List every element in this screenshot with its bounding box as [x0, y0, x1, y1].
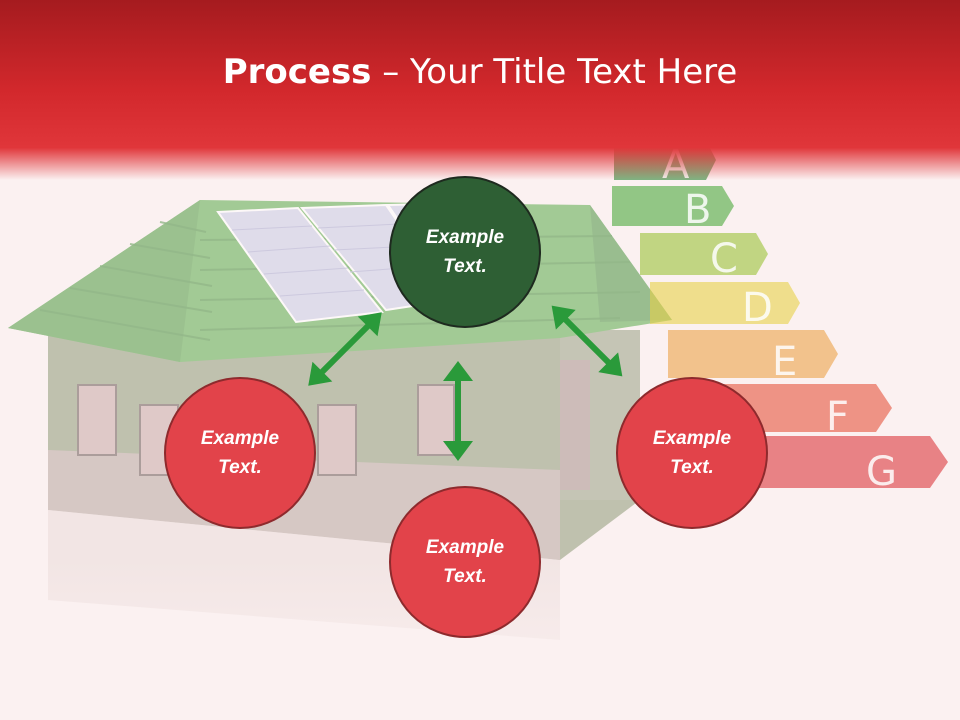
- header-band: [0, 0, 960, 180]
- process-node-bottom[interactable]: Example Text.: [389, 486, 541, 638]
- process-node-top[interactable]: Example Text.: [389, 176, 541, 328]
- process-node-right[interactable]: Example Text.: [616, 377, 768, 529]
- title-bold: Process: [222, 52, 372, 92]
- connector-arrows: [308, 305, 623, 461]
- process-node-left-text: Example Text.: [200, 428, 280, 478]
- double-arrow-top-left: [308, 312, 382, 386]
- process-node-right-text: Example Text.: [652, 428, 732, 478]
- rating-label-e: E: [772, 339, 797, 385]
- rating-label-b: B: [684, 187, 711, 233]
- process-node-bottom-text: Example Text.: [425, 537, 505, 587]
- process-node-left[interactable]: Example Text.: [164, 377, 316, 529]
- title-rest: – Your Title Text Here: [371, 52, 738, 92]
- process-node-top-text: Example Text.: [425, 227, 505, 277]
- double-arrow-vertical: [443, 361, 473, 461]
- rating-label-g: G: [866, 449, 897, 495]
- double-arrow-top-right: [551, 305, 623, 377]
- slide-title: Process – Your Title Text Here: [0, 52, 960, 92]
- rating-label-c: C: [710, 236, 738, 282]
- rating-label-d: D: [742, 285, 773, 331]
- rating-label-f: F: [826, 394, 849, 440]
